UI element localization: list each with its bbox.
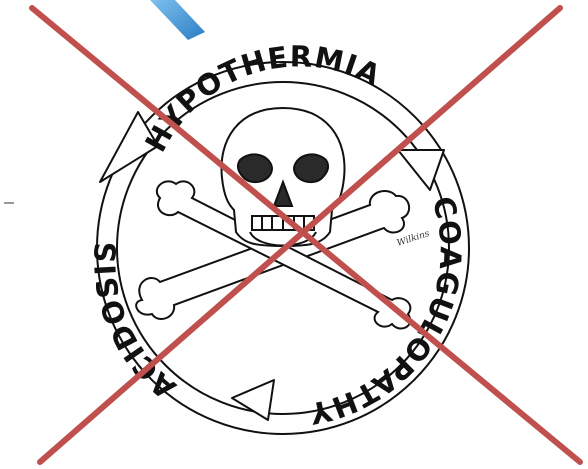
cross-out-icon	[32, 8, 580, 462]
artist-signature: Wilkins	[396, 229, 431, 249]
accent-blue-bar	[150, 0, 205, 40]
